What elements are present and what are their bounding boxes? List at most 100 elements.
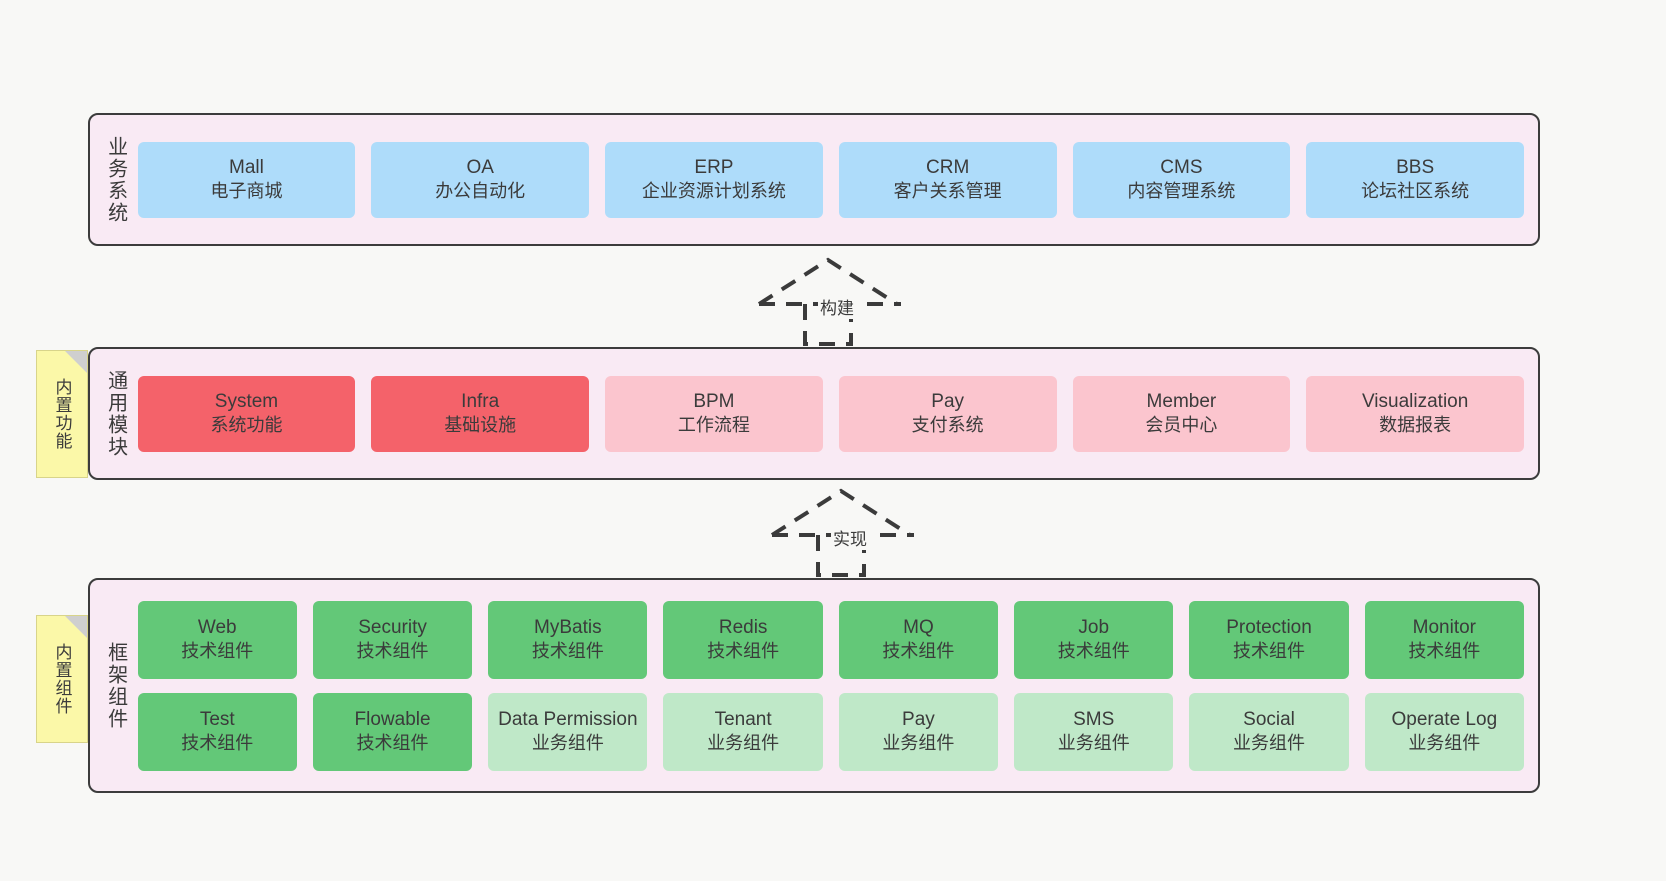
- layer-business-system: 业务系统 Mall 电子商城 OA 办公自动化 ERP 企业资源计划系统 CRM…: [88, 113, 1540, 246]
- note-label: 内置组件: [52, 643, 72, 715]
- node-label-en: MyBatis: [534, 616, 602, 638]
- layer-framework-components: 框架组件 Web 技术组件 Security 技术组件 MyBatis 技术组件…: [88, 578, 1540, 793]
- node-label-cn: 技术组件: [181, 641, 254, 662]
- node-label-cn: 数据报表: [1379, 415, 1452, 436]
- node-label-en: Social: [1243, 708, 1295, 730]
- node-label-en: Redis: [718, 616, 768, 638]
- node-label-cn: 技术组件: [707, 641, 780, 662]
- node-erp[interactable]: ERP 企业资源计划系统: [605, 141, 823, 218]
- node-sms[interactable]: SMS 业务组件: [1014, 692, 1174, 771]
- node-row: Test 技术组件 Flowable 技术组件 Data Permission …: [137, 692, 1524, 771]
- dashed-hollow-arrow-up-icon: [770, 488, 914, 577]
- node-label-cn: 系统功能: [210, 415, 283, 436]
- node-cms[interactable]: CMS 内容管理系统: [1072, 141, 1291, 218]
- node-label-en: Web: [197, 616, 237, 638]
- node-label-cn: 工作流程: [677, 415, 750, 436]
- node-label-cn: 业务组件: [531, 733, 604, 754]
- layer-common-modules: 通用模块 System 系统功能 Infra 基础设施 BPM 工作流程 Pay…: [88, 347, 1540, 480]
- node-bbs[interactable]: BBS 论坛社区系统: [1306, 141, 1524, 218]
- node-label-en: Test: [199, 708, 235, 730]
- node-label-cn: 业务组件: [707, 733, 780, 754]
- dashed-hollow-arrow-up-icon: [757, 257, 901, 346]
- node-mall[interactable]: Mall 电子商城: [137, 141, 356, 218]
- node-redis[interactable]: Redis 技术组件: [663, 600, 823, 679]
- node-label-en: Flowable: [354, 708, 431, 730]
- node-job[interactable]: Job 技术组件: [1014, 600, 1174, 679]
- node-protection[interactable]: Protection 技术组件: [1189, 600, 1349, 679]
- node-label-cn: 技术组件: [1233, 641, 1306, 662]
- node-label-cn: 基础设施: [444, 415, 517, 436]
- node-label-en: CRM: [926, 156, 970, 178]
- node-label-cn: 技术组件: [181, 733, 254, 754]
- note-label: 内置功能: [52, 378, 72, 450]
- node-label-en: OA: [466, 156, 494, 178]
- node-label-cn: 技术组件: [1408, 641, 1481, 662]
- layer-title-framework-components: 框架组件: [104, 641, 127, 730]
- node-label-en: MQ: [903, 616, 934, 638]
- node-member[interactable]: Member 会员中心: [1072, 375, 1291, 452]
- node-crm[interactable]: CRM 客户关系管理: [838, 141, 1057, 218]
- node-label-en: System: [214, 390, 279, 412]
- node-label-en: Infra: [461, 390, 500, 412]
- node-label-en: SMS: [1073, 708, 1115, 730]
- node-oa[interactable]: OA 办公自动化: [371, 141, 590, 218]
- node-bpm[interactable]: BPM 工作流程: [605, 375, 823, 452]
- node-web[interactable]: Web 技术组件: [137, 600, 297, 679]
- node-data-permission[interactable]: Data Permission 业务组件: [488, 692, 648, 771]
- layer-title-common-modules: 通用模块: [104, 369, 127, 458]
- node-label-en: Mall: [229, 156, 264, 178]
- node-label-en: BBS: [1396, 156, 1435, 178]
- node-label-en: Protection: [1226, 616, 1312, 638]
- node-label-en: Data Permission: [498, 708, 638, 730]
- node-label-cn: 业务组件: [882, 733, 955, 754]
- node-label-en: Monitor: [1412, 616, 1476, 638]
- node-visualization[interactable]: Visualization 数据报表: [1306, 375, 1524, 452]
- node-label-en: Visualization: [1361, 390, 1469, 412]
- node-label-cn: 业务组件: [1408, 733, 1481, 754]
- node-label-en: Operate Log: [1391, 708, 1498, 730]
- node-label-en: Job: [1078, 616, 1110, 638]
- note-builtin-features[interactable]: 内置功能: [36, 350, 88, 478]
- node-test[interactable]: Test 技术组件: [137, 692, 297, 771]
- node-monitor[interactable]: Monitor 技术组件: [1364, 600, 1524, 679]
- node-label-cn: 会员中心: [1145, 415, 1218, 436]
- layer-body-common-modules: System 系统功能 Infra 基础设施 BPM 工作流程 Pay 支付系统…: [134, 375, 1538, 452]
- layer-title-business-system: 业务系统: [104, 135, 127, 224]
- node-label-cn: 企业资源计划系统: [641, 181, 786, 202]
- node-label-cn: 支付系统: [911, 415, 984, 436]
- node-operate-log[interactable]: Operate Log 业务组件: [1364, 692, 1524, 771]
- connector-label-realize: 实现: [831, 525, 869, 550]
- node-pay-module[interactable]: Pay 支付系统: [838, 375, 1057, 452]
- node-row: System 系统功能 Infra 基础设施 BPM 工作流程 Pay 支付系统…: [137, 375, 1524, 452]
- connector-build: 构建: [755, 256, 905, 346]
- node-mybatis[interactable]: MyBatis 技术组件: [488, 600, 648, 679]
- node-security[interactable]: Security 技术组件: [312, 600, 473, 679]
- note-builtin-components[interactable]: 内置组件: [36, 615, 88, 743]
- node-tenant[interactable]: Tenant 业务组件: [663, 692, 823, 771]
- connector-realize: 实现: [768, 487, 918, 577]
- node-label-cn: 技术组件: [1057, 641, 1130, 662]
- node-label-en: Pay: [931, 390, 965, 412]
- node-label-en: BPM: [693, 390, 735, 412]
- layer-body-business-system: Mall 电子商城 OA 办公自动化 ERP 企业资源计划系统 CRM 客户关系…: [134, 141, 1538, 218]
- node-pay-component[interactable]: Pay 业务组件: [838, 692, 999, 771]
- node-label-cn: 技术组件: [882, 641, 955, 662]
- node-label-cn: 内容管理系统: [1127, 181, 1236, 202]
- node-label-cn: 技术组件: [356, 733, 429, 754]
- node-label-cn: 业务组件: [1057, 733, 1130, 754]
- page-fold-icon: [65, 616, 87, 638]
- node-infra[interactable]: Infra 基础设施: [371, 375, 590, 452]
- node-label-en: CMS: [1160, 156, 1203, 178]
- node-label-en: Pay: [902, 708, 935, 730]
- node-row: Mall 电子商城 OA 办公自动化 ERP 企业资源计划系统 CRM 客户关系…: [137, 141, 1524, 218]
- page-fold-icon: [65, 351, 87, 373]
- node-mq[interactable]: MQ 技术组件: [838, 600, 999, 679]
- node-flowable[interactable]: Flowable 技术组件: [312, 692, 473, 771]
- node-social[interactable]: Social 业务组件: [1189, 692, 1349, 771]
- node-system[interactable]: System 系统功能: [137, 375, 356, 452]
- layer-body-framework-components: Web 技术组件 Security 技术组件 MyBatis 技术组件 Redi…: [134, 600, 1538, 771]
- node-label-cn: 客户关系管理: [893, 181, 1002, 202]
- node-label-cn: 论坛社区系统: [1361, 181, 1470, 202]
- node-label-cn: 业务组件: [1233, 733, 1306, 754]
